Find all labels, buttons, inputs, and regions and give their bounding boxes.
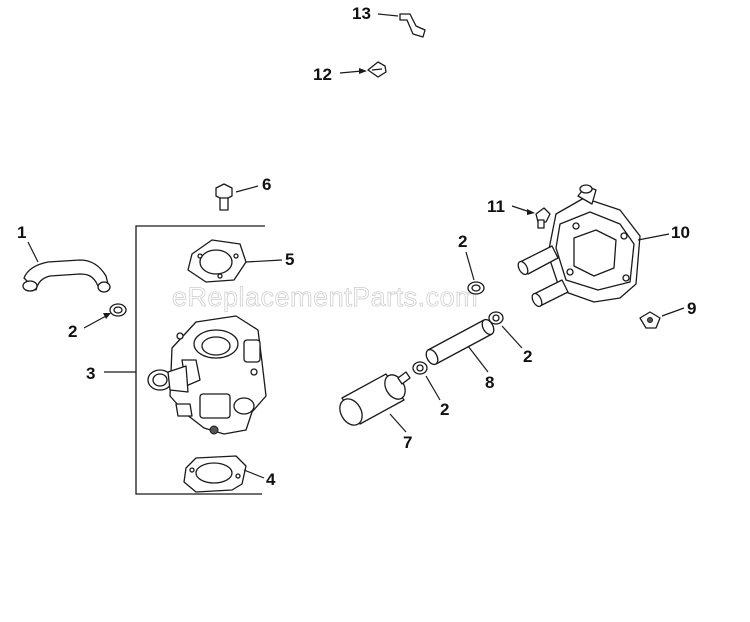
part-7-fuel-filter[interactable] — [335, 371, 411, 429]
callout-11: 11 — [487, 197, 505, 216]
leader-5 — [245, 259, 283, 263]
watermark-text: eReplacementParts.com — [172, 282, 478, 312]
callout-8: 8 — [485, 373, 494, 392]
leader-12 — [339, 70, 363, 74]
part-1-fuel-hose[interactable] — [22, 259, 111, 293]
part-10-fuel-pump[interactable] — [516, 184, 641, 308]
callout-4: 4 — [266, 470, 276, 489]
leader-8 — [467, 345, 489, 373]
part-2-clamp-left[interactable] — [109, 303, 127, 317]
leader-1 — [27, 241, 39, 263]
part-13-clip[interactable] — [399, 13, 426, 38]
part-2-clamp-filter[interactable] — [412, 361, 428, 375]
leader-2-left — [83, 315, 107, 329]
leader-10 — [637, 233, 670, 241]
leader-13 — [377, 13, 399, 17]
part-9-nut[interactable] — [639, 311, 661, 329]
callout-2-left: 2 — [68, 322, 77, 341]
callout-12: 12 — [313, 65, 332, 84]
callout-2-pump: 2 — [458, 232, 467, 251]
part-2-clamp-line[interactable] — [488, 311, 504, 325]
part-11-screw[interactable] — [535, 207, 551, 229]
leader-6 — [235, 185, 259, 193]
leader-2-filter — [425, 375, 441, 401]
leader-4 — [243, 469, 265, 479]
callout-2-line: 2 — [523, 347, 532, 366]
callout-7: 7 — [403, 433, 412, 452]
part-12-screw[interactable] — [367, 61, 387, 78]
leader-2-line — [501, 325, 523, 349]
callout-1: 1 — [17, 223, 26, 242]
part-5-gasket[interactable] — [187, 239, 247, 283]
callout-3: 3 — [86, 364, 95, 383]
callout-6: 6 — [262, 175, 271, 194]
assembly-bracket — [135, 225, 265, 495]
callout-10: 10 — [671, 223, 690, 242]
leader-7 — [389, 413, 407, 433]
callout-9: 9 — [687, 299, 696, 318]
leader-9 — [661, 307, 685, 317]
part-2-clamp-pump[interactable] — [467, 281, 485, 295]
part-8-fuel-line[interactable] — [424, 318, 496, 367]
part-4-gasket[interactable] — [183, 455, 247, 493]
callout-2-filter: 2 — [440, 400, 449, 419]
leader-2-pump — [465, 251, 475, 281]
part-6-bolt[interactable] — [215, 183, 233, 211]
callout-5: 5 — [285, 250, 294, 269]
callout-13: 13 — [352, 4, 371, 23]
carburetor-body[interactable] — [147, 315, 267, 435]
